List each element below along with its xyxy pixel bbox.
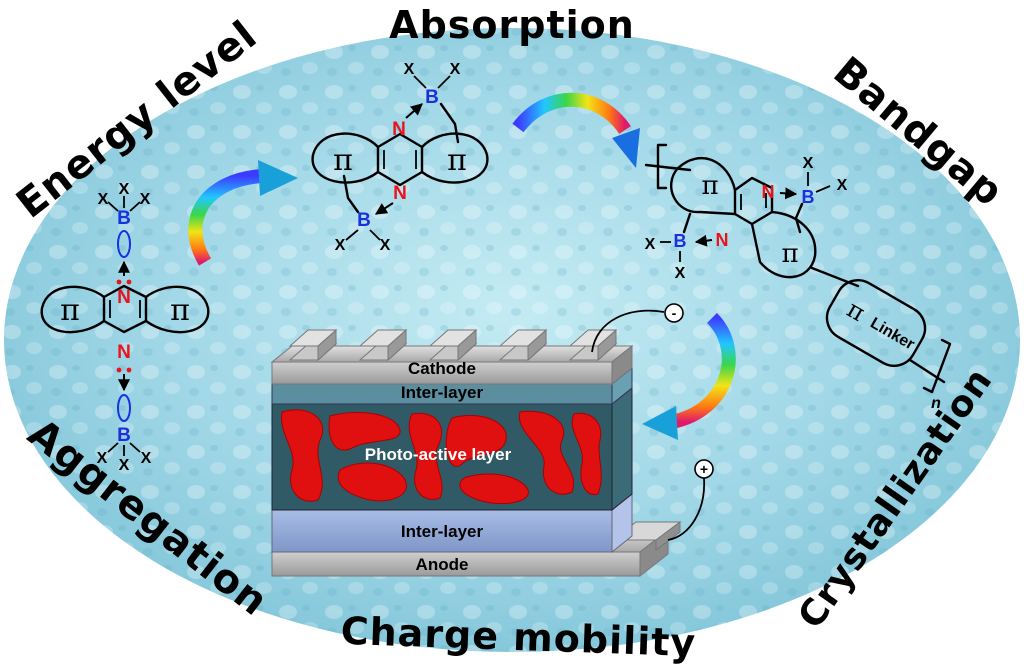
positive-sign: + [700, 461, 708, 477]
pi-label: π [781, 239, 798, 269]
substituent-x: X [404, 61, 415, 78]
nitrogen-atom: N [392, 119, 406, 140]
boron-atom: B [117, 208, 131, 229]
substituent-x: X [98, 191, 109, 208]
positive-terminal: + [667, 459, 714, 541]
anode-label: Anode [416, 555, 469, 574]
substituent-x: X [140, 191, 151, 208]
nitrogen-atom: N [393, 183, 407, 204]
nitrogen-atom: N [762, 182, 775, 202]
substituent-x: X [837, 177, 848, 194]
substituent-x: X [803, 155, 814, 172]
negative-terminal: - [591, 303, 684, 353]
transform-arrow-2 [512, 92, 640, 168]
substituent-x: X [119, 181, 130, 198]
molecule-pyrazine-bx3: π π N N B X X X B X X X [40, 181, 210, 474]
pi-label: π [701, 171, 718, 201]
pi-label: π [60, 293, 80, 328]
pi-label: π [333, 143, 353, 178]
inter-layer-top-label: Inter-layer [401, 383, 484, 402]
property-absorption: Absorption [389, 3, 635, 47]
solar-cell-device: Cathode Inter-layer Photo-active layer I… [270, 328, 682, 578]
substituent-x: X [335, 237, 346, 254]
substituent-x: X [645, 236, 656, 253]
inter-layer-bottom-label: Inter-layer [401, 522, 484, 541]
substituent-x: X [119, 457, 130, 474]
nitrogen-atom: N [716, 230, 729, 250]
substituent-x: X [450, 61, 461, 78]
photo-active-layer-label: Photo-active layer [365, 445, 512, 464]
molecule-fused-bn: π π N N B X X B X X [311, 61, 489, 254]
substituent-x: X [675, 265, 686, 282]
boron-atom: B [674, 231, 687, 251]
boron-atom: B [357, 210, 371, 231]
substituent-x: X [141, 450, 152, 467]
transform-arrow-1 [188, 160, 298, 266]
nitrogen-atom: N [117, 287, 131, 308]
cathode-label: Cathode [408, 359, 476, 378]
substituent-x: X [380, 237, 391, 254]
nitrogen-atom: N [117, 342, 131, 363]
pi-label: π [447, 143, 467, 178]
negative-sign: - [672, 305, 677, 321]
substituent-x: X [97, 450, 108, 467]
transform-arrow-3 [642, 313, 736, 440]
boron-atom: B [425, 87, 439, 108]
pi-label: π [170, 293, 190, 328]
boron-atom: B [802, 187, 815, 207]
boron-atom: B [117, 425, 131, 446]
repeat-unit-n: n [931, 395, 941, 412]
